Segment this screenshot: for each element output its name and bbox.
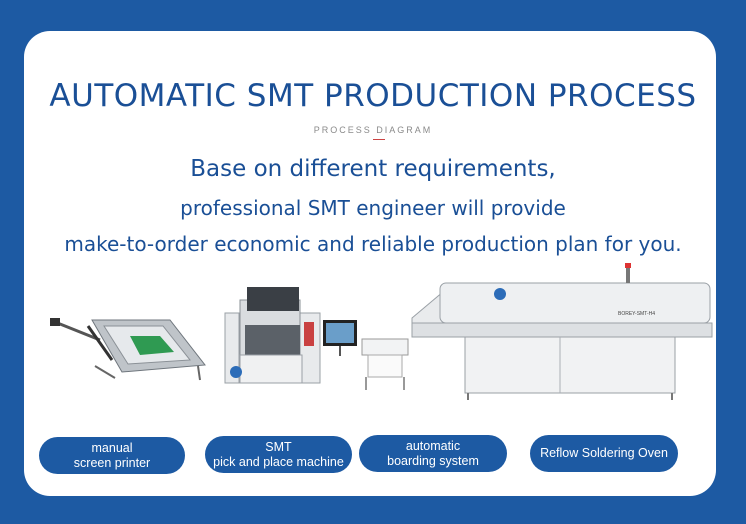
oven-model-label: BOREY-SMT-H4 [618, 311, 655, 317]
pick-and-place-image [224, 287, 357, 384]
machine-label-line-1: manual [91, 440, 133, 455]
reflow-oven-image: BOREY-SMT-H4 [411, 263, 713, 400]
machine-label-pick-and-place: SMT pick and place machine [205, 436, 352, 473]
machine-label-line-2: boarding system [387, 453, 479, 468]
machine-label-line-2: screen printer [73, 455, 151, 470]
machine-label-screen-printer: manual screen printer [39, 437, 185, 474]
machine-label-line-1: automatic [405, 438, 461, 453]
machine-label-line-2: pick and place machine [213, 454, 344, 469]
intro-line-3: make-to-order economic and reliable prod… [64, 232, 682, 256]
screen-printer-image [50, 318, 206, 381]
machine-label-boarding-system: automatic boarding system [359, 435, 507, 472]
machine-label-line-1: SMT [265, 439, 292, 454]
page-subtitle: PROCESS DIAGRAM [313, 125, 433, 135]
intro-line-2: professional SMT engineer will provide [180, 196, 566, 220]
machine-label-line-1: Reflow Soldering Oven [540, 446, 668, 460]
content-card [24, 31, 716, 496]
page-title: AUTOMATIC SMT PRODUCTION PROCESS [49, 78, 697, 114]
intro-line-1: Base on different requirements, [190, 156, 556, 182]
subtitle-underline [373, 139, 385, 140]
machine-label-reflow-oven: Reflow Soldering Oven [530, 435, 678, 472]
boarding-system-image [361, 338, 409, 390]
